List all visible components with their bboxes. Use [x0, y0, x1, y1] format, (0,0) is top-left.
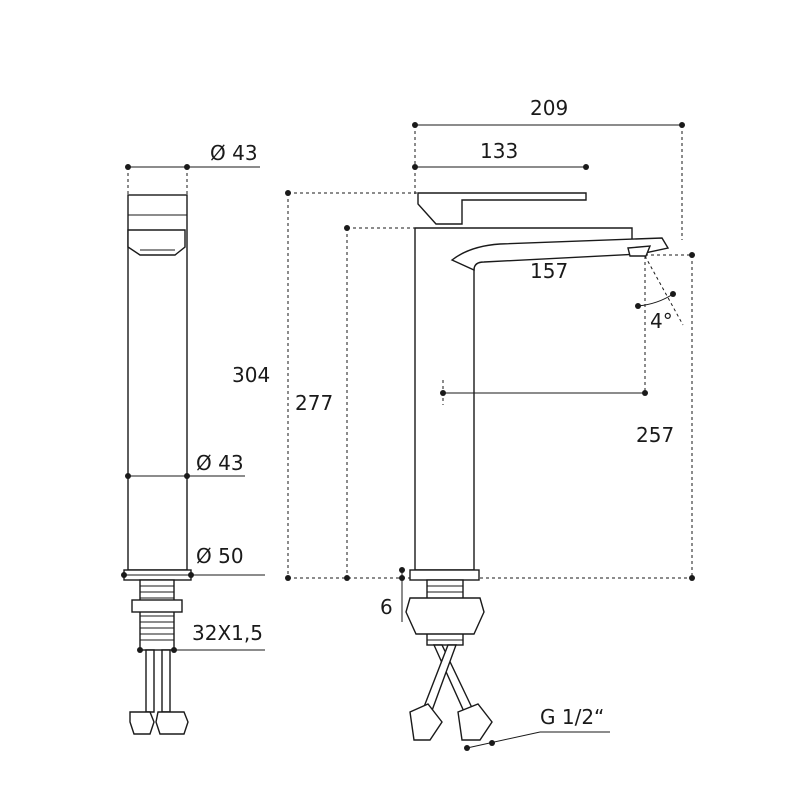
side-view: Ø 43 Ø 43 Ø 50 — [121, 141, 265, 735]
dim-point — [689, 252, 695, 258]
mounting-nut-front — [405, 597, 485, 635]
front-view: 209 133 304 277 257 — [232, 96, 695, 751]
dim-point — [137, 647, 143, 653]
dim-point — [125, 473, 131, 479]
base-diameter-label: Ø 50 — [196, 544, 244, 568]
hose-fitting-left — [129, 711, 155, 735]
spout-length-label: 157 — [530, 259, 568, 283]
aerator — [627, 245, 652, 257]
handle-length-label: 133 — [480, 139, 518, 163]
connection-label: G 1/2“ — [540, 705, 604, 729]
dim-point — [344, 225, 350, 231]
dim-point — [285, 190, 291, 196]
dim-point — [184, 473, 190, 479]
lever-handle — [417, 192, 587, 225]
tap-base-front — [409, 569, 480, 581]
lever-side — [127, 229, 186, 256]
dim-point — [583, 164, 589, 170]
dim-point — [188, 572, 194, 578]
dim-point — [399, 575, 405, 581]
base-offset-label: 6 — [380, 595, 393, 619]
dim-point — [670, 291, 676, 297]
angle-arc — [637, 293, 674, 307]
mounting-nut — [131, 599, 183, 613]
dim-point — [635, 303, 641, 309]
connection-leader — [466, 731, 541, 749]
dim-point — [464, 745, 470, 751]
body-height-label: 277 — [295, 391, 333, 415]
body-diameter-label: Ø 43 — [196, 451, 244, 475]
spout-angle-label: 4° — [650, 309, 673, 333]
hose-fitting-right — [457, 703, 493, 741]
dim-point — [171, 647, 177, 653]
hose-fitting-left — [409, 703, 443, 741]
top-diameter-label: Ø 43 — [210, 141, 258, 165]
total-reach-label: 209 — [530, 96, 568, 120]
hose-right — [161, 649, 171, 713]
dim-point — [121, 572, 127, 578]
dim-point — [489, 740, 495, 746]
dim-point — [642, 390, 648, 396]
spout — [450, 237, 670, 272]
total-height-label: 304 — [232, 363, 270, 387]
thread-label: 32X1,5 — [192, 621, 263, 645]
outlet-height-label: 257 — [636, 423, 674, 447]
tap-body-side — [127, 194, 188, 571]
dim-point — [344, 575, 350, 581]
hose-fitting-right — [155, 711, 189, 735]
dim-point — [399, 567, 405, 573]
angle-ray — [644, 255, 684, 326]
tap-body-front — [414, 227, 633, 571]
hose-left — [145, 649, 155, 713]
thread-hatching — [140, 585, 174, 641]
